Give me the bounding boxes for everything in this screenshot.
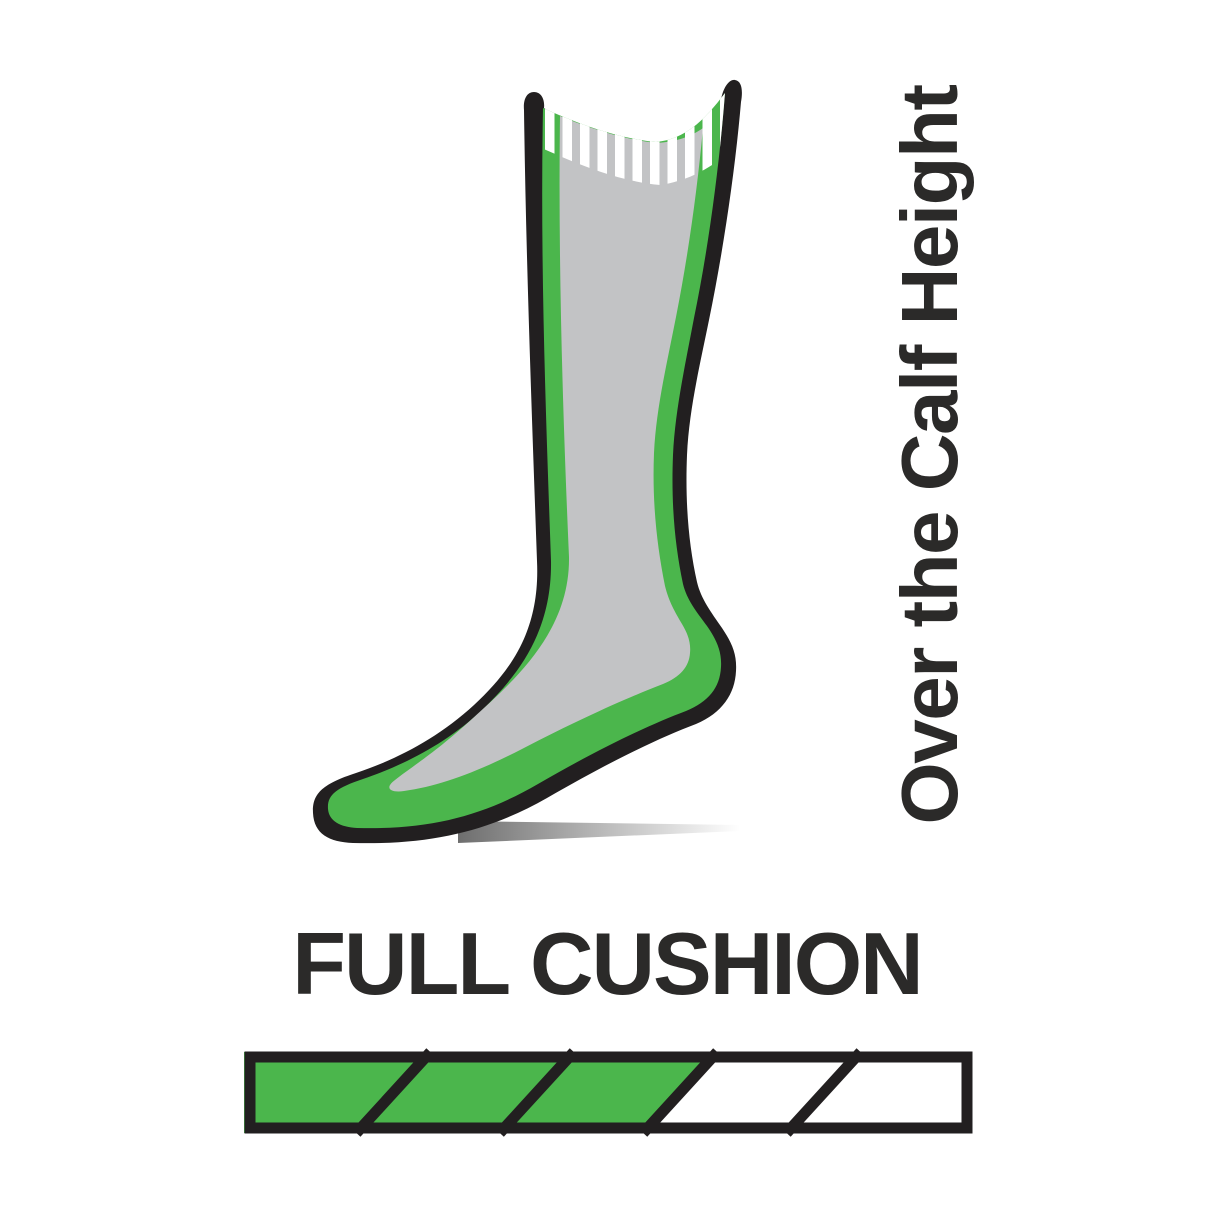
cushion-meter-divider bbox=[495, 1048, 578, 1137]
cushion-meter bbox=[244, 1048, 973, 1137]
cushion-meter-divider bbox=[782, 1048, 865, 1137]
sock-icon bbox=[312, 79, 742, 844]
cushion-meter-divider bbox=[352, 1048, 435, 1137]
cushion-meter-filled-segments bbox=[244, 1052, 718, 1133]
cushion-label: FULL CUSHION bbox=[292, 914, 923, 1013]
height-label: Over the Calf Height bbox=[885, 85, 974, 825]
foot-shadow bbox=[458, 821, 740, 843]
sock-interior bbox=[389, 116, 703, 792]
cushion-meter-divider bbox=[639, 1048, 722, 1137]
cushion-meter-frame bbox=[244, 1051, 973, 1134]
cushion-meter-fill-group bbox=[244, 1048, 865, 1137]
